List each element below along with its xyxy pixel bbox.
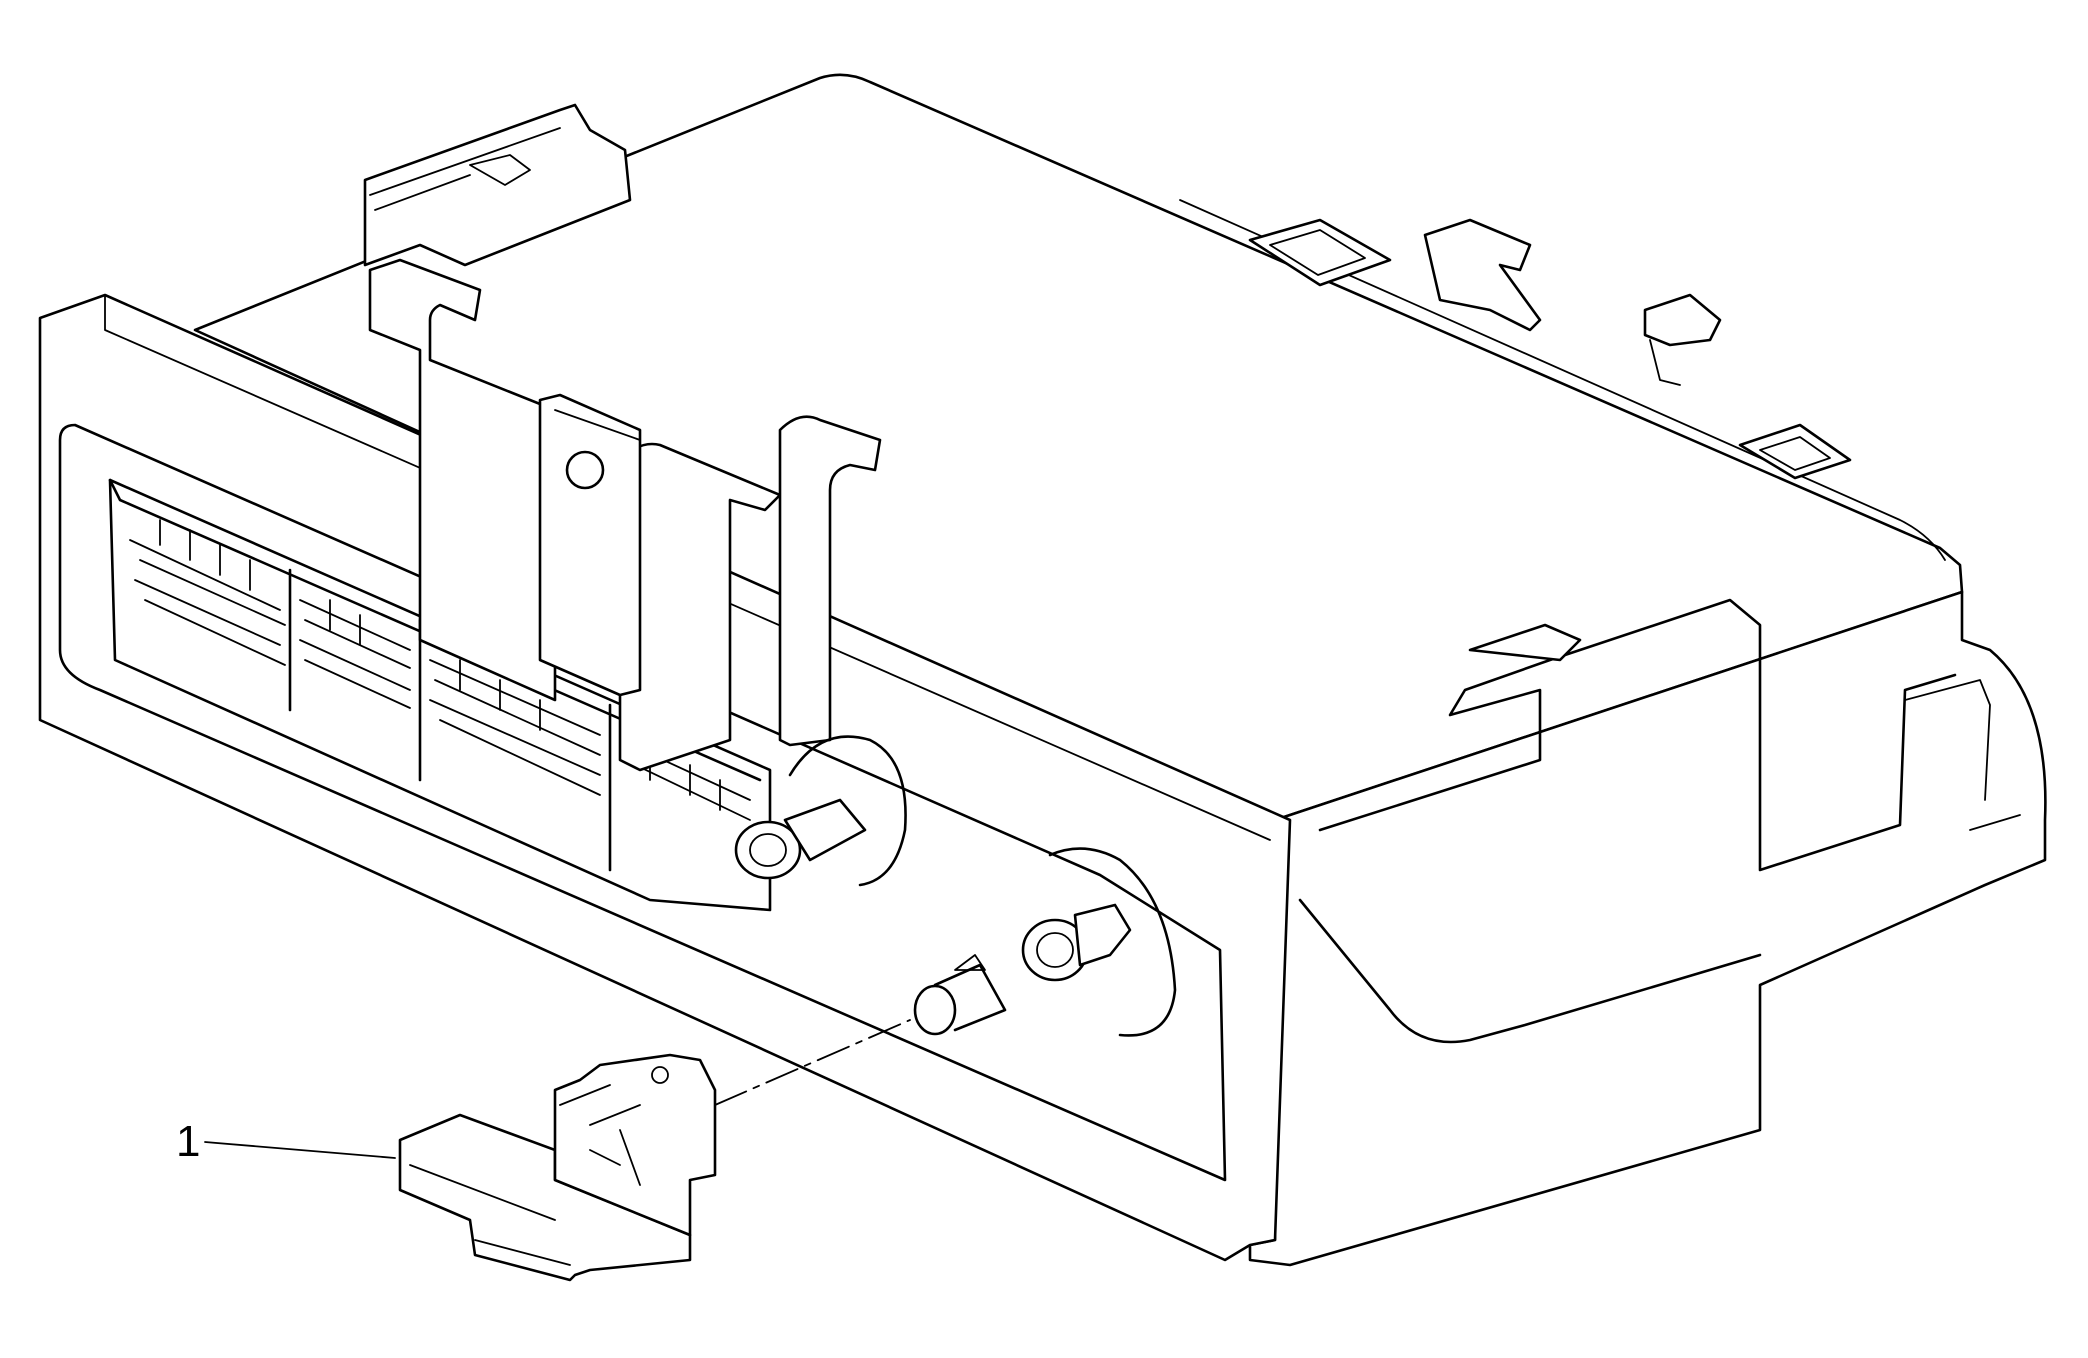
connector-port-block: [108, 478, 772, 912]
cover-tabs: [1248, 218, 1852, 662]
bracket-clip: [368, 258, 882, 772]
connector: [398, 1053, 717, 1282]
module-right-panel: [1248, 590, 2047, 1267]
callout-label-1: 1: [176, 1117, 201, 1166]
callout-leader: [204, 1141, 396, 1159]
module-housing: [38, 73, 2047, 1267]
explode-line: [714, 1019, 911, 1106]
top-latch: [363, 103, 632, 267]
round-ports: [734, 735, 1177, 1037]
